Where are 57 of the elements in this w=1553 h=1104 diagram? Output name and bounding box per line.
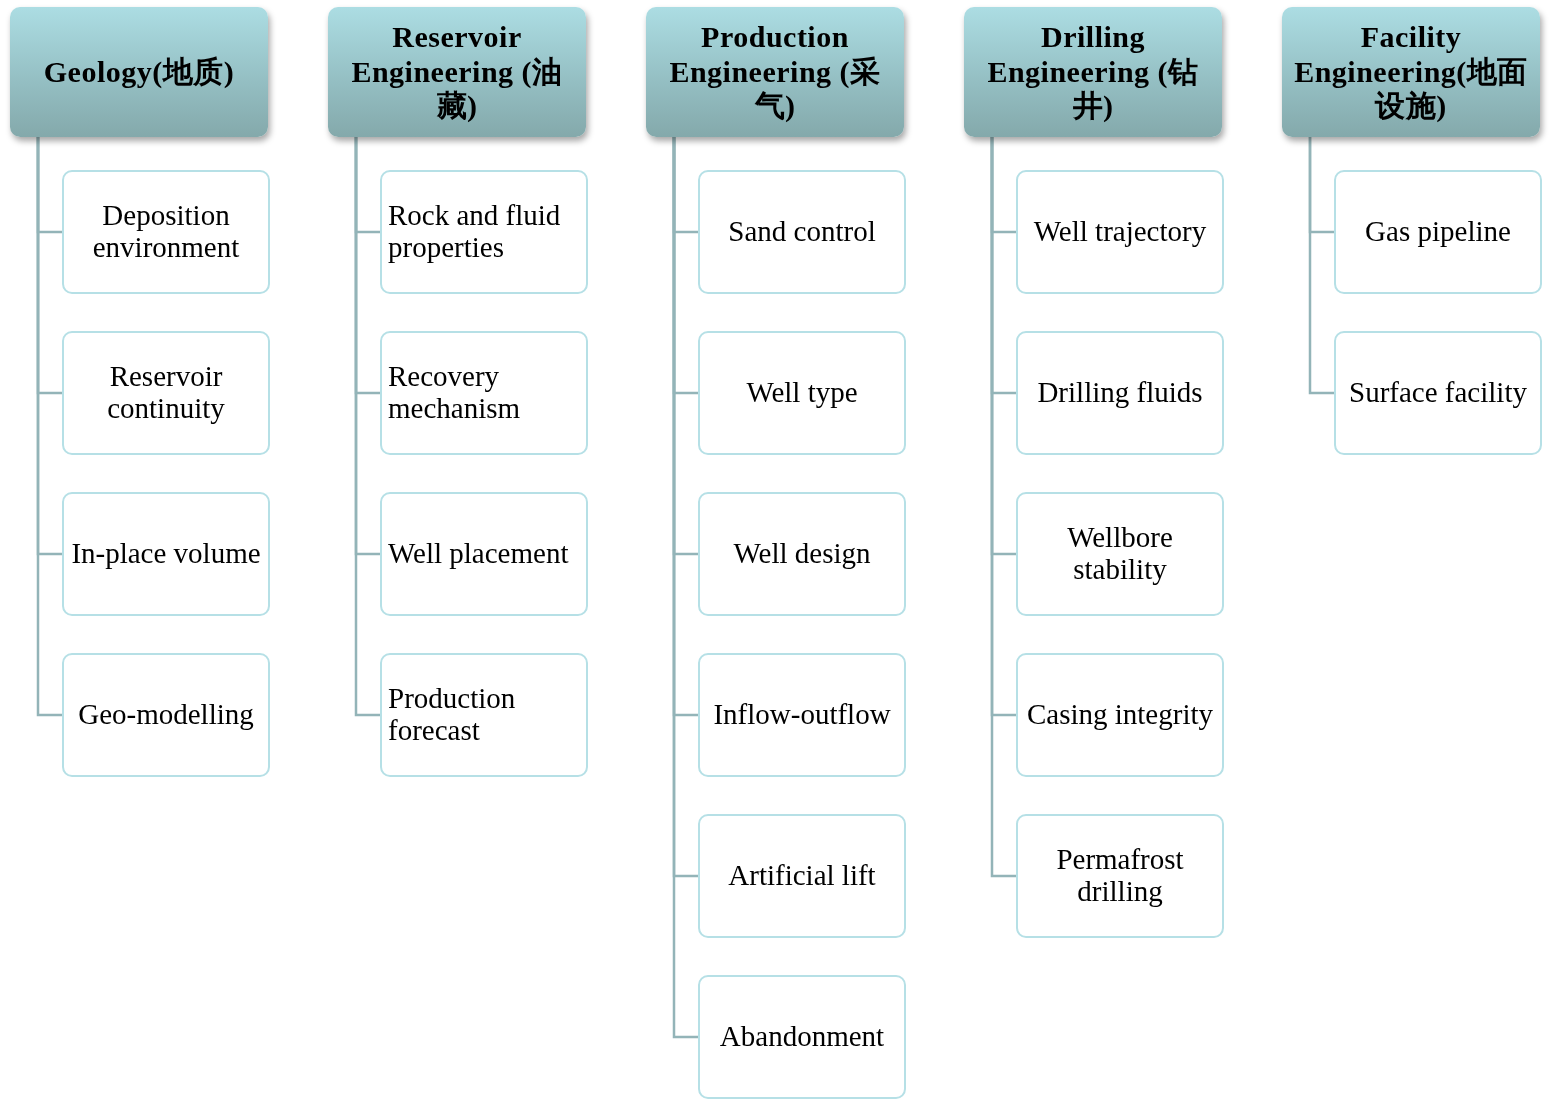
topic-text: Gas pipeline — [1365, 216, 1511, 248]
category-header — [964, 7, 1222, 137]
topic-box — [1016, 170, 1224, 294]
topic-text: Casing integrity — [1026, 699, 1214, 731]
header-text: Facility Engineering(地面设施) — [1293, 20, 1529, 124]
topic-text: Inflow-outflow — [713, 699, 891, 731]
topic-text: Reservoir continuity — [106, 361, 226, 425]
topic-box — [698, 331, 906, 455]
topic-box — [380, 331, 588, 455]
topic-text: Sand control — [728, 216, 876, 248]
topic-box — [698, 170, 906, 294]
topic-text: Recovery mechanism — [388, 361, 522, 425]
header-text: Drilling Engineering (钻井) — [986, 20, 1200, 124]
topic-text: In-place volume — [71, 538, 261, 570]
topic-text: Rock and fluid properties — [388, 200, 562, 264]
topic-box — [698, 492, 906, 616]
header-text: Reservoir Engineering (油藏) — [350, 20, 564, 124]
topic-text: Surface facility — [1349, 377, 1527, 409]
topic-text: Production forecast — [388, 683, 517, 747]
topic-text: Abandonment — [719, 1021, 885, 1053]
topic-box — [62, 492, 270, 616]
topic-text: Well placement — [388, 538, 569, 570]
topic-text: Artificial lift — [728, 860, 876, 892]
connector-line — [36, 137, 62, 717]
topic-text: Well type — [746, 377, 858, 409]
connector-line — [990, 137, 1016, 878]
topic-box — [698, 653, 906, 777]
topic-box — [62, 170, 270, 294]
category-header — [1282, 7, 1540, 137]
topic-box — [380, 170, 588, 294]
header-text: Production Engineering (采气) — [668, 20, 882, 124]
topic-box — [380, 653, 588, 777]
topic-box — [698, 814, 906, 938]
topic-box — [1016, 653, 1224, 777]
connector-line — [672, 137, 698, 1039]
topic-text: Geo-modelling — [78, 699, 254, 731]
topic-box — [1016, 331, 1224, 455]
topic-box — [1016, 814, 1224, 938]
topic-text: Deposition environment — [91, 200, 241, 264]
category-header — [328, 7, 586, 137]
topic-text: Drilling fluids — [1037, 377, 1203, 409]
topic-text: Well design — [733, 538, 871, 570]
header-text: Geology(地质) — [43, 54, 235, 90]
category-header — [646, 7, 904, 137]
connector-line — [1308, 137, 1334, 395]
topic-text: Well trajectory — [1033, 216, 1207, 248]
topic-box — [1016, 492, 1224, 616]
topic-box — [62, 331, 270, 455]
connector-line — [354, 137, 380, 717]
topic-box — [380, 492, 588, 616]
topic-text: Permafrost drilling — [1055, 844, 1185, 908]
topic-box — [1334, 331, 1542, 455]
topic-box — [62, 653, 270, 777]
topic-box — [698, 975, 906, 1099]
topic-text: Wellbore stability — [1066, 522, 1174, 586]
category-header — [10, 7, 268, 137]
topic-box — [1334, 170, 1542, 294]
